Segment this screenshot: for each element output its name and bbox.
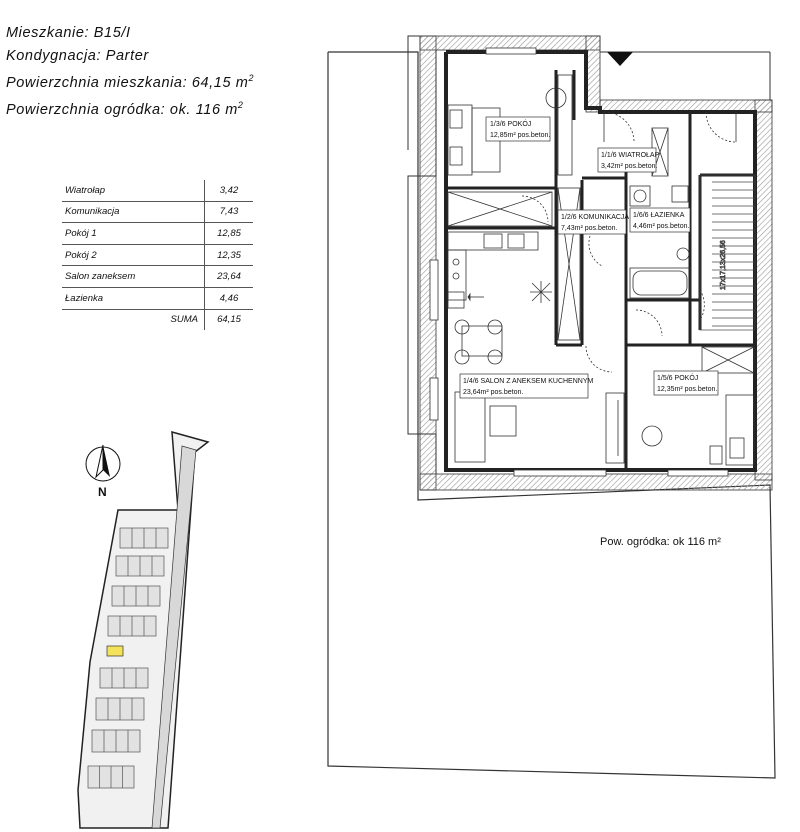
area-room-name: Pokój 1 (62, 222, 205, 245)
area-room-value: 3,42 (204, 180, 253, 202)
room-label-salon: 1/4/6 SALON Z ANEKSEM KUCHENNYM 23,64m² … (459, 373, 594, 399)
windows (429, 47, 729, 477)
svg-text:1/6/6 ŁAZIENKA: 1/6/6 ŁAZIENKA (633, 212, 685, 219)
svg-text:1/5/6 POKÓJ: 1/5/6 POKÓJ (657, 373, 698, 382)
site-marker-highlight (106, 645, 124, 657)
room-label-vestibule: 1/1/6 WIATROŁAP 3,42m² pos.beton. (597, 147, 660, 173)
area-room-name: Pokój 2 (62, 244, 205, 267)
area-room-name: Salon zaneksem (62, 265, 205, 288)
room-label-bedroom-2: 1/5/6 POKÓJ 12,35m² pos.beton. (653, 370, 719, 396)
area-sum-value: 64,15 (204, 309, 253, 331)
area-room-value: 12,85 (204, 222, 253, 245)
area-room-value: 12,35 (204, 244, 253, 267)
north-label: N (98, 485, 107, 499)
svg-text:3,42m² pos.beton.: 3,42m² pos.beton. (601, 163, 657, 170)
room-label-hall: 1/2/6 KOMUNIKACJA 7,43m² pos.beton. (557, 209, 629, 235)
garden-boundary (327, 51, 776, 779)
interior-walls (446, 70, 755, 470)
staircase: 17x17,13x26,56 (699, 174, 756, 331)
apartment-info: Mieszkanie: B15/I Kondygnacja: Parter Po… (6, 22, 254, 122)
site-map (77, 430, 210, 829)
entrance-arrow-icon (607, 52, 633, 66)
apartment-id: Mieszkanie: B15/I (6, 25, 131, 41)
area-sum-label: SUMA (170, 314, 198, 326)
area-room-value: 4,46 (204, 287, 253, 310)
doors (521, 111, 737, 373)
room-label-bedroom-1: 1/3/6 POKÓJ 12,85m² pos.beton. (485, 116, 550, 142)
garden-area: Powierzchnia ogródka: ok. 116 m2 (6, 100, 244, 119)
building-walls (407, 35, 773, 491)
stair-dimensions: 17x17,13x26,56 (720, 240, 727, 290)
furniture-salon (447, 231, 625, 464)
apartment-area: Powierzchnia mieszkania: 64,15 m2 (6, 73, 255, 91)
area-room-name: Wiatrołap (62, 180, 205, 202)
svg-text:1/1/6 WIATROŁAP: 1/1/6 WIATROŁAP (601, 152, 660, 159)
area-room-value: 7,43 (204, 201, 253, 224)
furniture-bedroom-1 (447, 87, 567, 227)
north-arrow-icon: N (85, 444, 121, 499)
area-room-name: Komunikacja (62, 201, 205, 224)
svg-text:1/3/6 POKÓJ: 1/3/6 POKÓJ (490, 119, 531, 128)
svg-text:7,43m² pos.beton.: 7,43m² pos.beton. (561, 225, 617, 232)
svg-text:4,46m² pos.beton.: 4,46m² pos.beton. (633, 223, 689, 230)
area-sum-row: SUMA 64,15 (62, 309, 253, 331)
area-room-value: 23,64 (204, 265, 253, 288)
furniture-bedroom-2 (641, 346, 755, 466)
garden-area-label: Pow. ogródka: ok 116 m² (600, 536, 721, 548)
floor-level: Kondygnacja: Parter (6, 47, 149, 64)
svg-text:1/2/6 KOMUNIKACJA: 1/2/6 KOMUNIKACJA (561, 214, 629, 221)
svg-text:1/4/6 SALON Z ANEKSEM KUCHENNY: 1/4/6 SALON Z ANEKSEM KUCHENNYM (463, 378, 594, 385)
svg-text:12,35m² pos.beton.: 12,35m² pos.beton. (657, 386, 717, 393)
svg-text:12,85m² pos.beton.: 12,85m² pos.beton. (490, 132, 550, 139)
svg-text:23,64m² pos.beton.: 23,64m² pos.beton. (463, 389, 523, 396)
room-label-bathroom: 1/6/6 ŁAZIENKA 4,46m² pos.beton. (629, 207, 691, 233)
area-room-name: Łazienka (62, 287, 205, 310)
